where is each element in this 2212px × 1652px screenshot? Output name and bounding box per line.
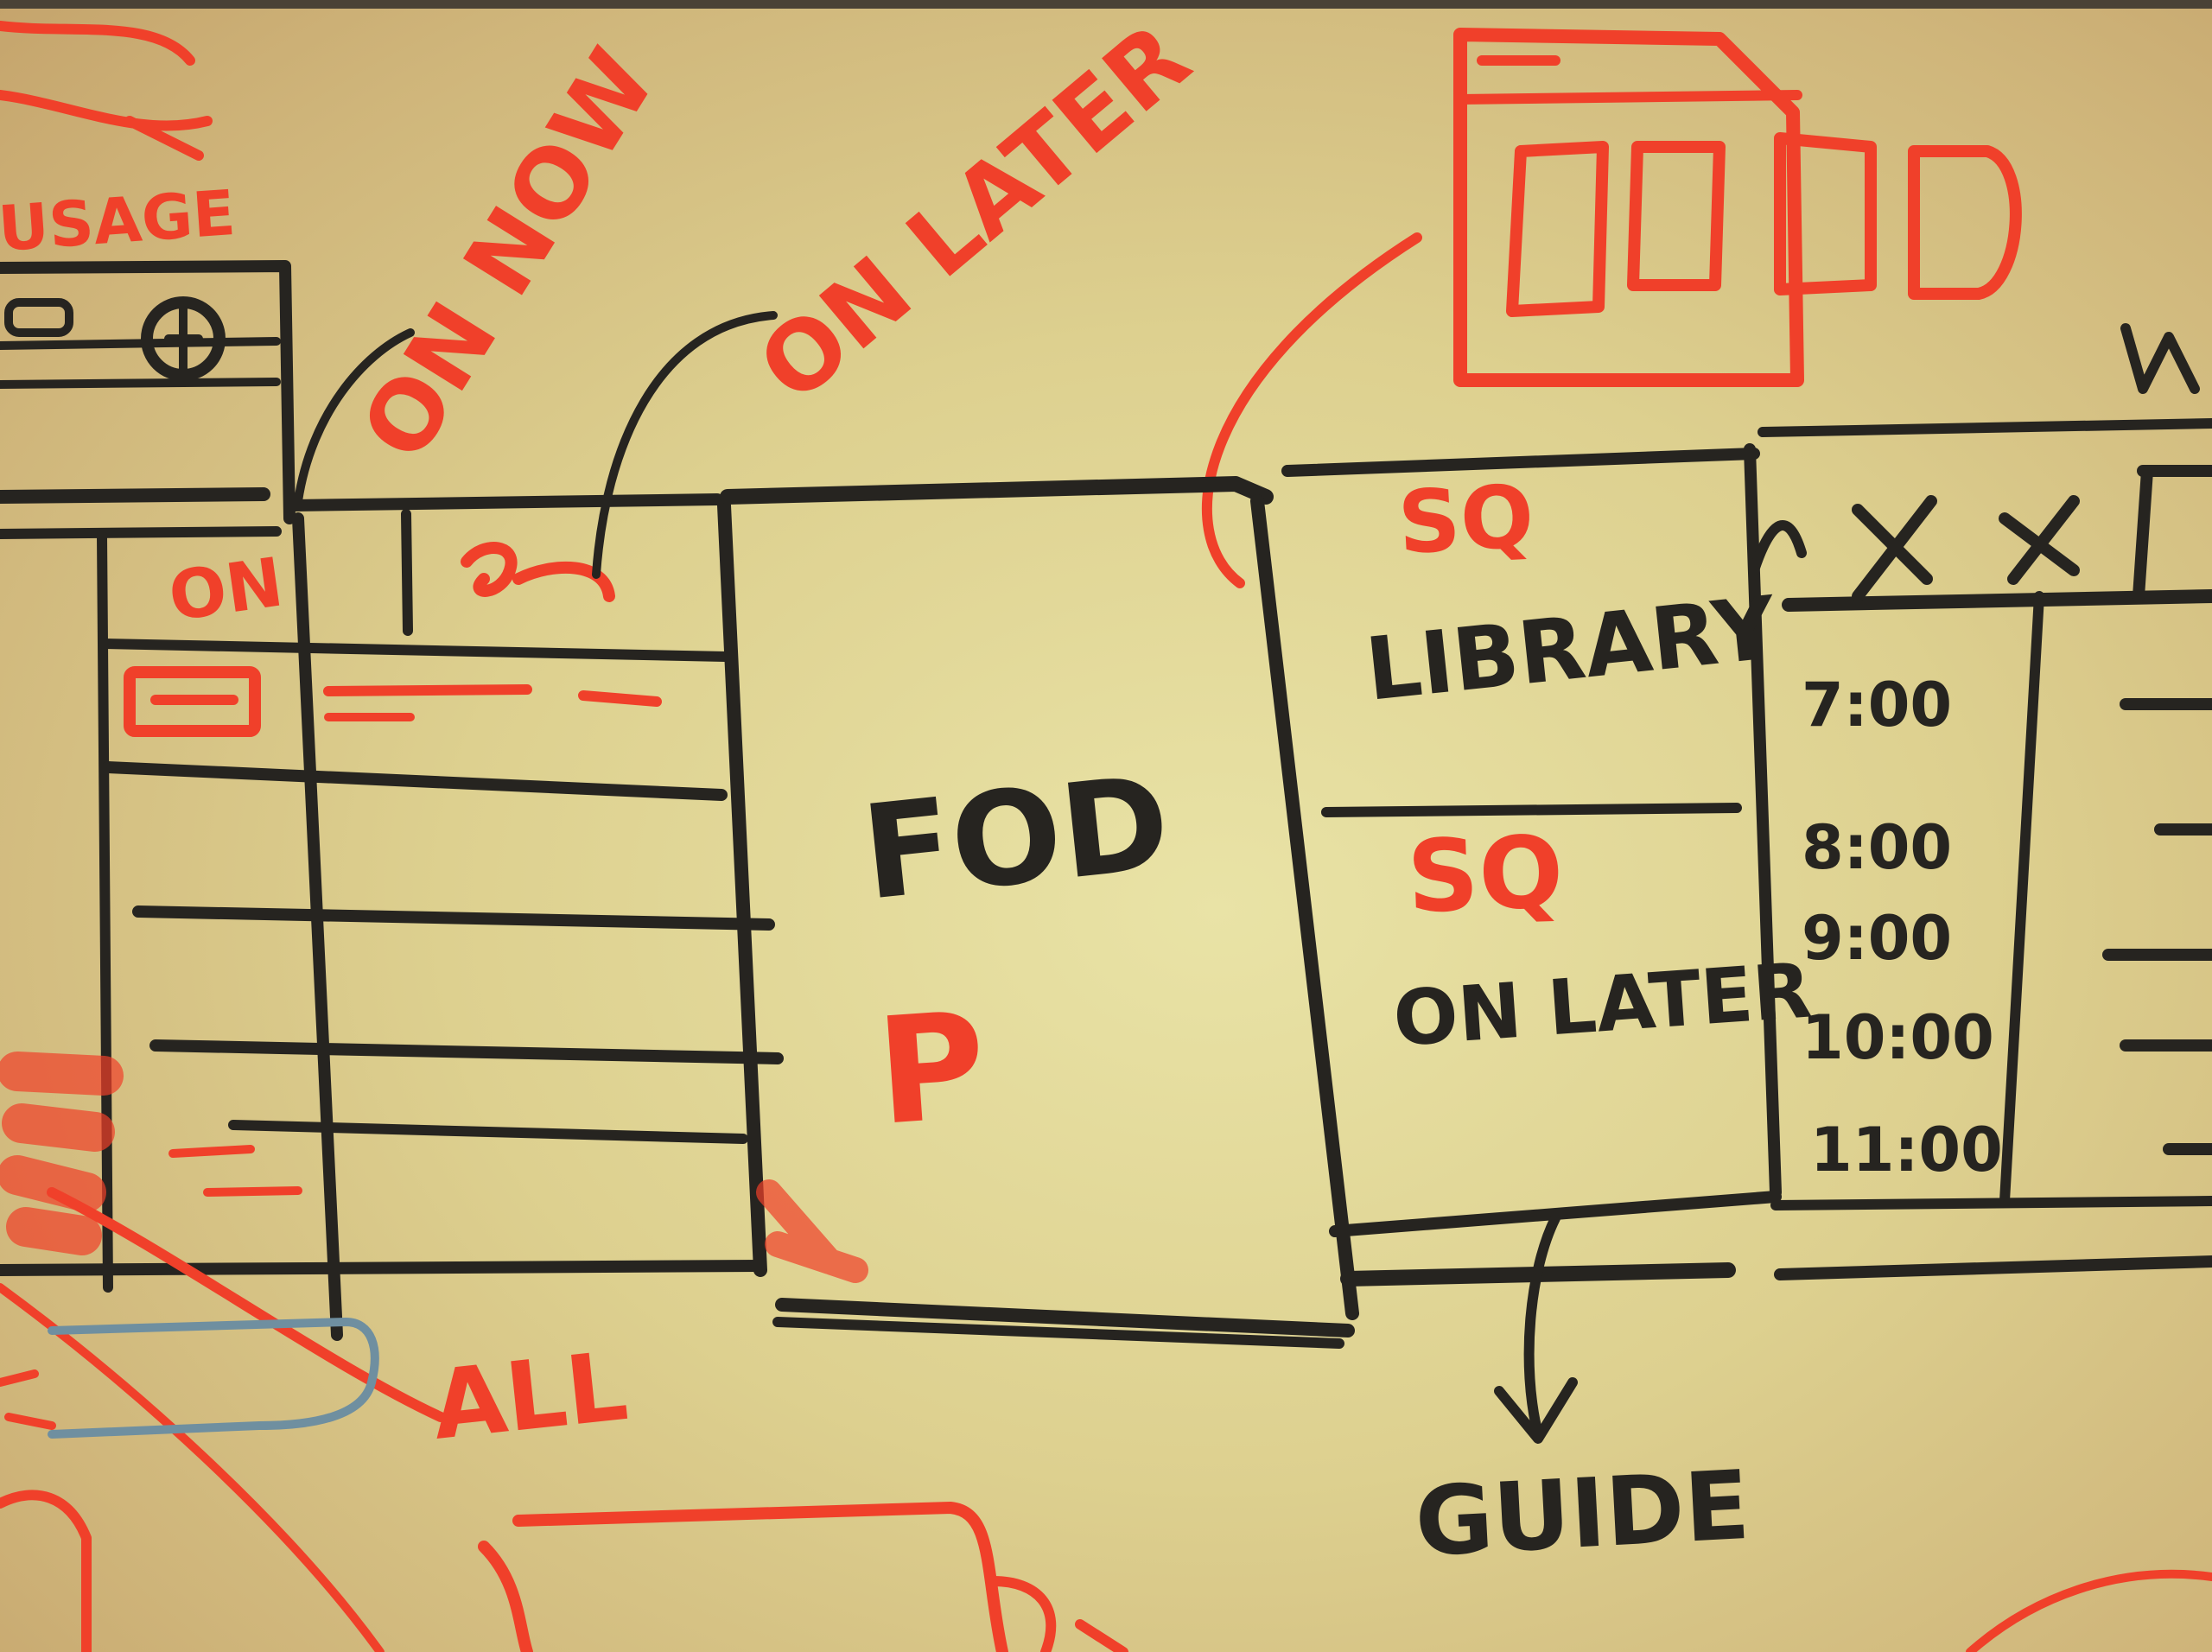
fod-label: FOD — [856, 748, 1177, 930]
usage-label: USAGE — [0, 176, 238, 265]
fod-panel-wireframe — [720, 476, 1359, 1349]
on-later-box-label: ON LATER — [1390, 945, 1814, 1064]
all-callout-line — [47, 1187, 446, 1422]
guide-label: GUIDE — [1413, 1450, 1752, 1578]
schedule-time-7: 7:00 — [1802, 670, 1952, 740]
bottom-left-red-mark — [0, 1490, 92, 1652]
sq-library-badge: SQ — [1395, 466, 1536, 574]
callout-on-later-line — [592, 311, 778, 579]
on-now-label: ON NOW — [340, 31, 677, 479]
all-label: ALL — [427, 1331, 632, 1461]
guide-arrow — [1494, 1213, 1578, 1444]
schedule-time-11: 11:00 — [1810, 1115, 2003, 1185]
library-label: LIBRARY — [1361, 577, 1782, 721]
whiteboard-frame — [0, 0, 2212, 9]
sq-on-later-badge: SQ — [1405, 815, 1565, 936]
list-screen-wireframe — [0, 493, 868, 1341]
callout-on-now-line — [294, 328, 415, 505]
schedule-time-8: 8:00 — [1802, 812, 1952, 883]
top-left-scribble — [0, 21, 213, 161]
fod-mark: P — [872, 981, 991, 1159]
device-sketch — [1453, 28, 2022, 387]
left-edge-red-marks — [0, 1369, 56, 1430]
schedule-grid-wireframe — [1749, 323, 2212, 1280]
bottom-red-scribble — [988, 1576, 1128, 1652]
schedule-time-9: 9:00 — [1802, 903, 1952, 974]
bottom-right-red-arc — [1966, 1569, 2212, 1652]
on-later-label: ON LATER — [738, 3, 1210, 423]
callout-fod-line — [1201, 232, 1422, 588]
schedule-time-10: 10:00 — [1802, 1002, 1994, 1073]
tab-scribble — [461, 542, 615, 602]
blue-marker-remnant — [48, 1317, 379, 1439]
tab-on-label: ON — [164, 543, 288, 636]
left-phone-wireframe — [0, 260, 296, 539]
bottom-red-box — [478, 1502, 1008, 1652]
bottom-diagonal-line — [0, 1283, 385, 1652]
